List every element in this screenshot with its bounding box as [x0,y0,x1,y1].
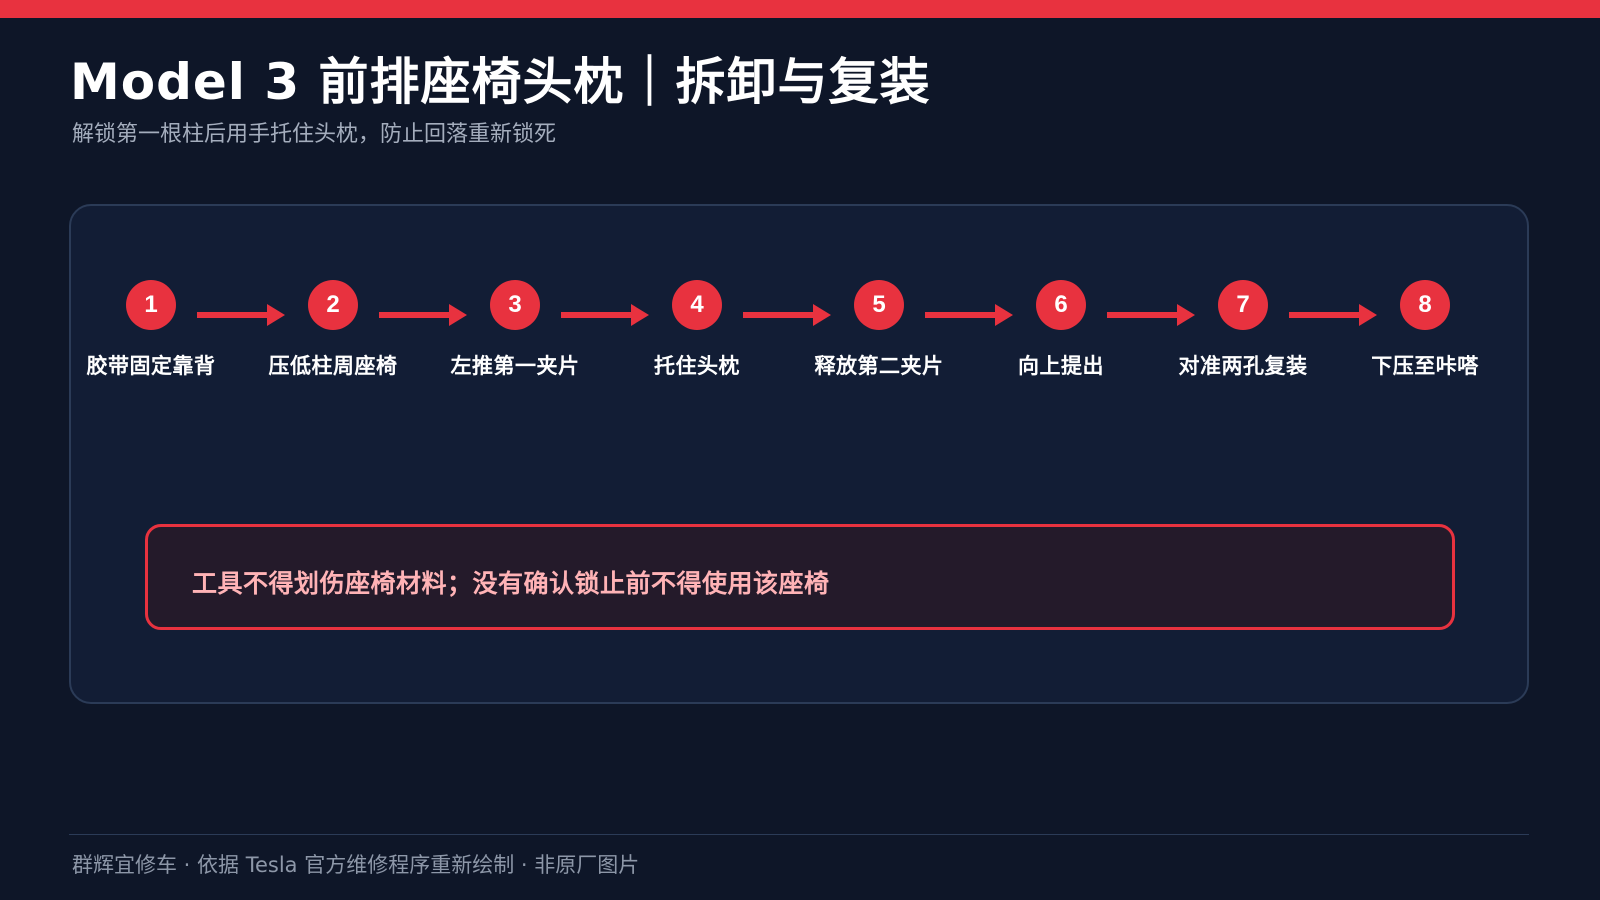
step-label: 压低柱周座椅 [268,354,398,378]
arrow-right-icon [379,304,467,326]
arrow-head [449,304,467,326]
step-3: 3 左推第一夹片 [425,280,605,380]
arrow-right-icon [197,304,285,326]
arrow-shaft [743,312,817,318]
top-accent-bar [0,0,1600,18]
page-title: Model 3 前排座椅头枕｜拆卸与复装 [70,53,931,111]
step-number-badge: 3 [490,280,540,330]
step-number-badge: 5 [854,280,904,330]
step-number-badge: 2 [308,280,358,330]
step-label: 下压至咔嗒 [1371,354,1479,378]
step-4: 4 托住头枕 [607,280,787,380]
arrow-head [267,304,285,326]
arrow-shaft [561,312,635,318]
step-label: 向上提出 [1018,354,1104,378]
step-label: 释放第二夹片 [814,354,944,378]
arrow-right-icon [925,304,1013,326]
arrow-right-icon [743,304,831,326]
footer-divider [69,834,1529,835]
step-label: 胶带固定靠背 [86,354,216,378]
arrow-shaft [1107,312,1181,318]
step-7: 7 对准两孔复装 [1153,280,1333,380]
arrow-head [631,304,649,326]
arrow-right-icon [1107,304,1195,326]
page-subtitle: 解锁第一根柱后用手托住头枕，防止回落重新锁死 [72,122,557,147]
arrow-shaft [197,312,271,318]
step-label: 托住头枕 [654,354,740,378]
step-number-badge: 7 [1218,280,1268,330]
arrow-head [995,304,1013,326]
arrow-shaft [1289,312,1363,318]
step-label: 左推第一夹片 [450,354,580,378]
warning-box: 工具不得划伤座椅材料；没有确认锁止前不得使用该座椅 [145,524,1455,630]
warning-text: 工具不得划伤座椅材料；没有确认锁止前不得使用该座椅 [192,569,830,598]
step-6: 6 向上提出 [971,280,1151,380]
step-1: 1 胶带固定靠背 [61,280,241,380]
step-number-badge: 4 [672,280,722,330]
step-2: 2 压低柱周座椅 [243,280,423,380]
arrow-head [813,304,831,326]
step-flow: 1 胶带固定靠背 2 压低柱周座椅 3 左推第一夹片 4 托住头枕 5 释放第二夹片 6 向上提出 7 对… [71,206,1531,706]
arrow-shaft [925,312,999,318]
procedure-panel: 1 胶带固定靠背 2 压低柱周座椅 3 左推第一夹片 4 托住头枕 5 释放第二夹片 6 向上提出 7 对… [69,204,1529,704]
arrow-head [1359,304,1377,326]
arrow-head [1177,304,1195,326]
arrow-shaft [379,312,453,318]
footer-credit: 群辉宜修车 · 依据 Tesla 官方维修程序重新绘制 · 非原厂图片 [72,853,640,877]
step-5: 5 释放第二夹片 [789,280,969,380]
arrow-right-icon [561,304,649,326]
step-number-badge: 8 [1400,280,1450,330]
step-number-badge: 6 [1036,280,1086,330]
step-number-badge: 1 [126,280,176,330]
arrow-right-icon [1289,304,1377,326]
step-label: 对准两孔复装 [1178,354,1308,378]
step-8: 8 下压至咔嗒 [1335,280,1515,380]
